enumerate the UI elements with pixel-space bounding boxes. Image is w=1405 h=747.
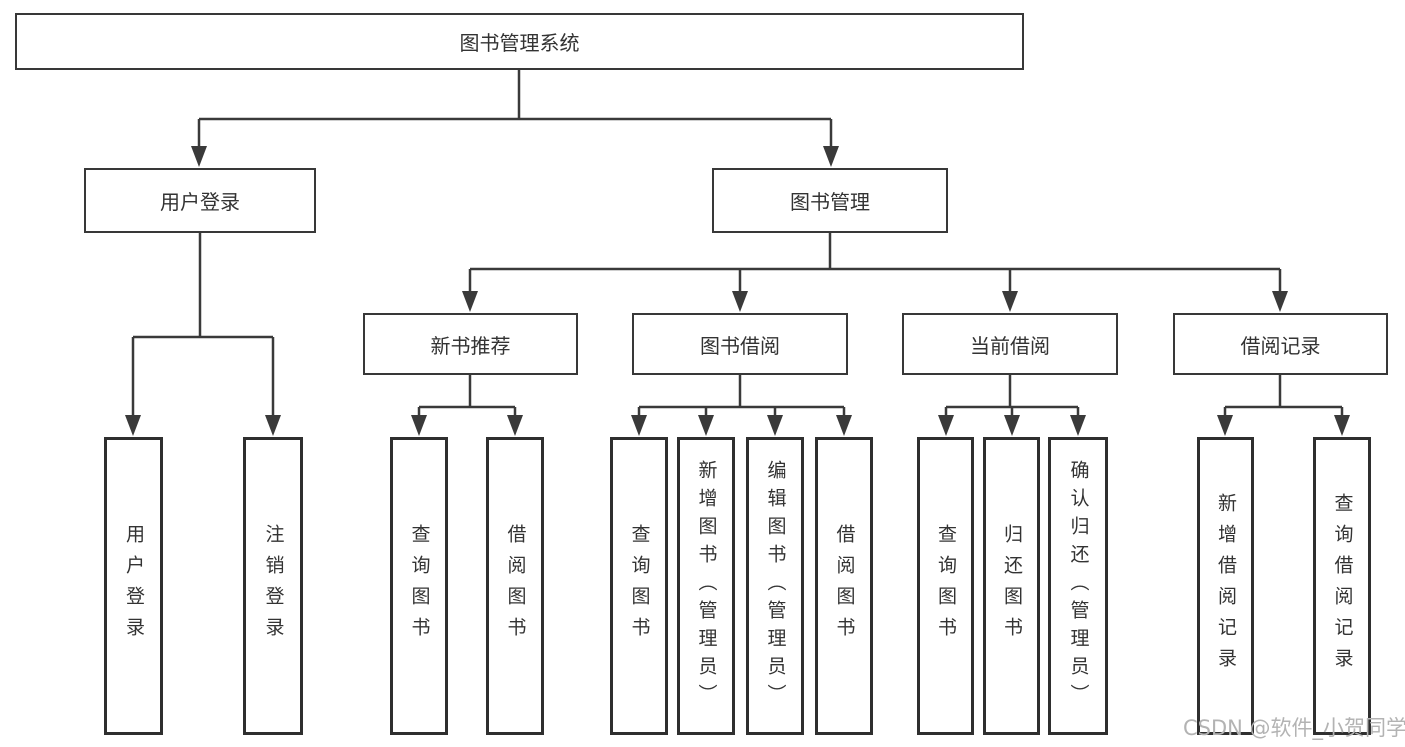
leaf-return-books-label: 归还图书 (1001, 524, 1023, 648)
node-new-book-recommendation-label: 新书推荐 (430, 333, 511, 358)
leaf-query-books-current-label: 查询图书 (935, 524, 957, 648)
leaf-query-books-borrowing: 查询图书 (610, 437, 668, 735)
leaf-add-book-admin-label: 新增图书（管理员） (695, 460, 718, 712)
leaf-add-book-admin: 新增图书（管理员） (677, 437, 735, 735)
node-library-system: 图书管理系统 (15, 13, 1024, 70)
node-book-borrowing-label: 图书借阅 (700, 333, 780, 358)
leaf-edit-book-admin: 编辑图书（管理员） (746, 437, 804, 735)
leaf-query-books-recommend: 查询图书 (390, 437, 448, 735)
node-borrowing-records: 借阅记录 (1173, 313, 1388, 375)
leaf-query-books-recommend-label: 查询图书 (408, 524, 431, 648)
node-new-book-recommendation: 新书推荐 (363, 313, 578, 375)
connector-segments (131, 70, 1344, 420)
leaf-add-borrow-record: 新增借阅记录 (1197, 437, 1254, 735)
node-user-login: 用户登录 (84, 168, 316, 233)
node-book-management: 图书管理 (712, 168, 948, 233)
node-current-borrowing: 当前借阅 (902, 313, 1118, 375)
watermark: CSDN @软件_小贺同学 (1183, 716, 1405, 740)
leaf-borrow-books-recommend-label: 借阅图书 (504, 524, 527, 648)
leaf-borrow-books-recommend: 借阅图书 (486, 437, 544, 735)
leaf-query-books-borrowing-label: 查询图书 (628, 524, 651, 648)
node-user-login-label: 用户登录 (160, 190, 240, 214)
leaf-query-borrow-record: 查询借阅记录 (1313, 437, 1371, 735)
leaf-borrow-books-borrowing-label: 借阅图书 (833, 524, 856, 648)
leaf-return-books: 归还图书 (983, 437, 1040, 735)
node-current-borrowing-label: 当前借阅 (970, 333, 1050, 358)
leaf-query-borrow-record-label: 查询借阅记录 (1331, 493, 1354, 679)
arrowheads (125, 146, 1350, 436)
node-book-borrowing: 图书借阅 (632, 313, 848, 375)
leaf-confirm-return-admin: 确认归还（管理员） (1048, 437, 1108, 735)
leaf-logout: 注销登录 (243, 437, 303, 735)
node-book-management-label: 图书管理 (790, 190, 870, 214)
leaf-borrow-books-borrowing: 借阅图书 (815, 437, 873, 735)
leaf-user-login-label: 用户登录 (123, 524, 145, 648)
leaf-user-login: 用户登录 (104, 437, 163, 735)
leaf-add-borrow-record-label: 新增借阅记录 (1215, 493, 1237, 679)
node-library-system-label: 图书管理系统 (459, 31, 580, 55)
leaf-edit-book-admin-label: 编辑图书（管理员） (764, 460, 787, 712)
node-borrowing-records-label: 借阅记录 (1240, 333, 1321, 358)
leaf-logout-label: 注销登录 (262, 524, 285, 648)
leaf-confirm-return-admin-label: 确认归还（管理员） (1067, 460, 1090, 712)
leaf-query-books-current: 查询图书 (917, 437, 974, 735)
